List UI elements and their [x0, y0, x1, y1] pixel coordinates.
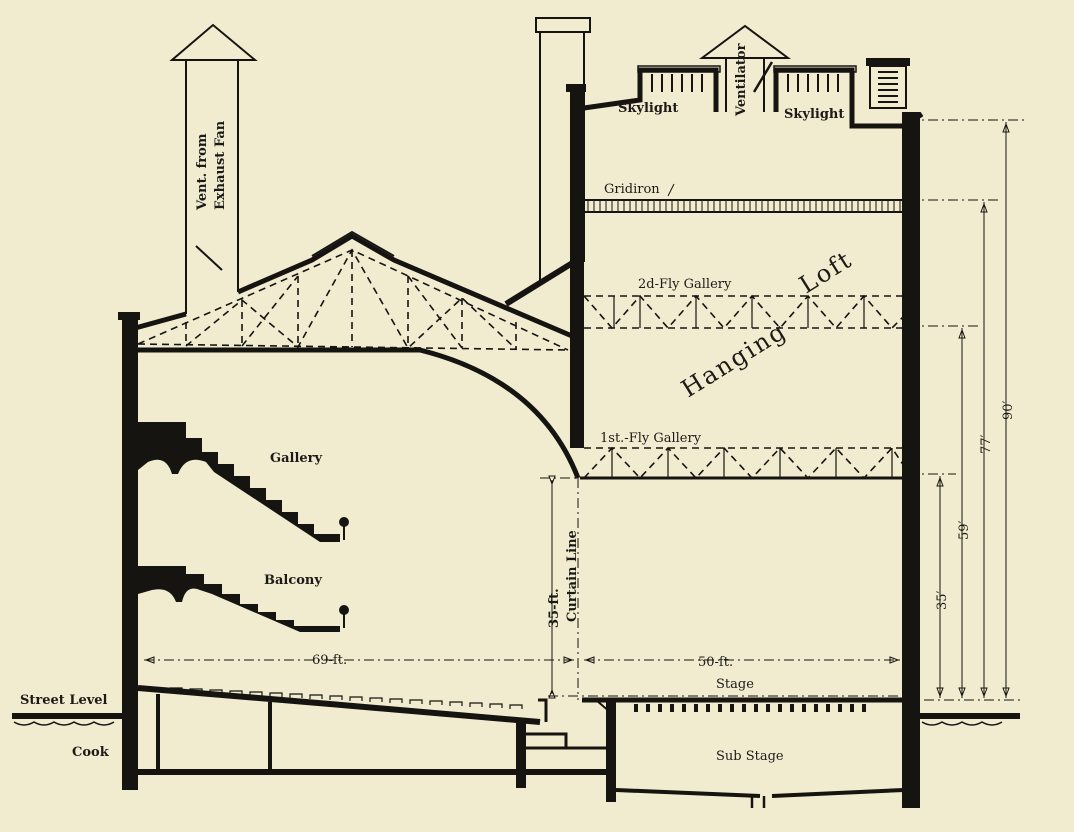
street-level-label: Street Level [20, 693, 108, 708]
fly-gallery-1-label: 1st.-Fly Gallery [600, 431, 702, 446]
gallery-label: Gallery [270, 451, 323, 466]
skylight-left [637, 65, 721, 92]
dimension-lines [144, 119, 1024, 701]
front-wall [118, 312, 140, 790]
orchestra-floor [137, 685, 610, 788]
balcony-tier [138, 566, 349, 632]
rear-wall [902, 112, 920, 808]
ground [12, 713, 1020, 726]
stage-floor [582, 697, 905, 808]
fly-gallery-1 [580, 446, 905, 480]
vent-chimney [169, 23, 258, 314]
ventilator-label: Ventilator [734, 43, 749, 117]
proscenium-wall [566, 84, 586, 448]
fly-gallery-2-label: 2d-Fly Gallery [638, 277, 732, 292]
stage-width-label: 50-ft. [698, 655, 733, 670]
balcony-label: Balcony [264, 573, 322, 588]
sub-stage-label: Sub Stage [716, 749, 784, 764]
gridiron [583, 183, 907, 213]
height-90-label: 90′ [1001, 400, 1016, 420]
gallery-tier [138, 422, 349, 542]
vent-label-2: Exhaust Fan [213, 120, 228, 210]
curtain-line-label: Curtain Line [565, 530, 580, 622]
height-35-label: 35′ [935, 590, 950, 610]
auditorium-ceiling [138, 347, 581, 479]
stage-label: Stage [716, 677, 754, 692]
stage-roof [583, 24, 924, 129]
cook-label: Cook [72, 745, 110, 760]
gridiron-label: Gridiron [604, 182, 660, 197]
hanging-label: Hanging [676, 317, 791, 404]
skylight-left-label: Skylight [618, 101, 678, 116]
text-labels: Vent. from Exhaust Fan Skylight Ventilat… [20, 43, 1016, 764]
auditorium-width-label: 69-ft. [312, 653, 347, 668]
fly-gallery-2 [583, 294, 905, 330]
height-59-label: 59′ [957, 520, 972, 540]
vent-label-1: Vent. from [195, 133, 210, 211]
loft-label: Loft [794, 245, 857, 299]
auditorium-roof [127, 230, 576, 351]
height-77-label: 77′ [979, 434, 994, 454]
skylight-right-label: Skylight [784, 107, 844, 122]
ventilator [698, 24, 792, 112]
roof-vent-box [866, 58, 910, 109]
curtain-height-label: 35-ft. [547, 588, 562, 628]
skylight-right [773, 65, 857, 92]
